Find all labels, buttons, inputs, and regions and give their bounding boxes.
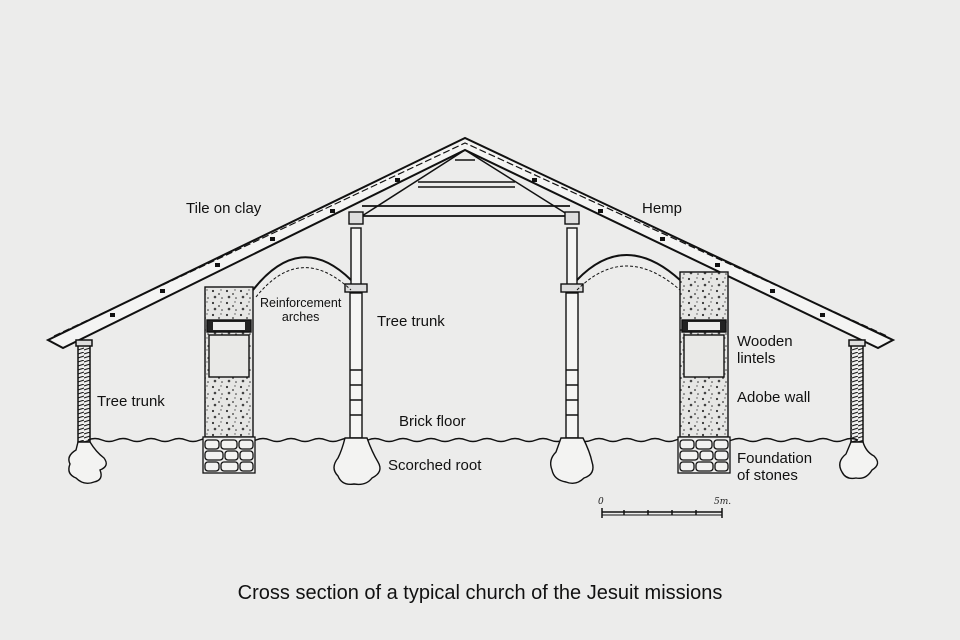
scale-start-label: 0: [598, 497, 604, 507]
stone-foundations: [202, 436, 731, 474]
scale-end-label: 5m.: [714, 497, 732, 507]
roof: [45, 136, 896, 350]
label-brick-floor: Brick floor: [399, 413, 466, 430]
label-wooden-lintels-line2: lintels: [737, 350, 776, 368]
label-tile-on-clay: Tile on clay: [186, 200, 262, 217]
inner-columns: [344, 211, 584, 439]
scale-bar: [601, 508, 723, 518]
label-tree-trunk-outer: Tree trunk: [97, 393, 165, 410]
scorched-roots: [68, 437, 879, 486]
adobe-walls: [204, 271, 729, 438]
label-reinforcement-arches: Reinforcement arches: [260, 296, 341, 325]
outer-posts: [75, 339, 866, 443]
label-foundation-line2: of stones: [737, 467, 798, 485]
label-scorched-root: Scorched root: [388, 457, 482, 474]
label-adobe-wall: Adobe wall: [737, 389, 811, 406]
label-hemp: Hemp: [642, 200, 683, 217]
figure-caption: Cross section of a typical church of the…: [237, 582, 723, 604]
label-foundation-line1: Foundation: [737, 450, 813, 467]
label-reinforcement-line2: arches: [281, 310, 320, 325]
label-foundation-of-stones: Foundation of stones: [737, 450, 812, 485]
reinforcement-arches: [252, 254, 681, 298]
label-tree-trunk-inner: Tree trunk: [377, 313, 445, 330]
label-wooden-lintels-line1: Wooden: [737, 333, 793, 350]
label-wooden-lintels: Wooden lintels: [737, 333, 793, 368]
label-reinforcement-line1: Reinforcement: [260, 296, 342, 310]
